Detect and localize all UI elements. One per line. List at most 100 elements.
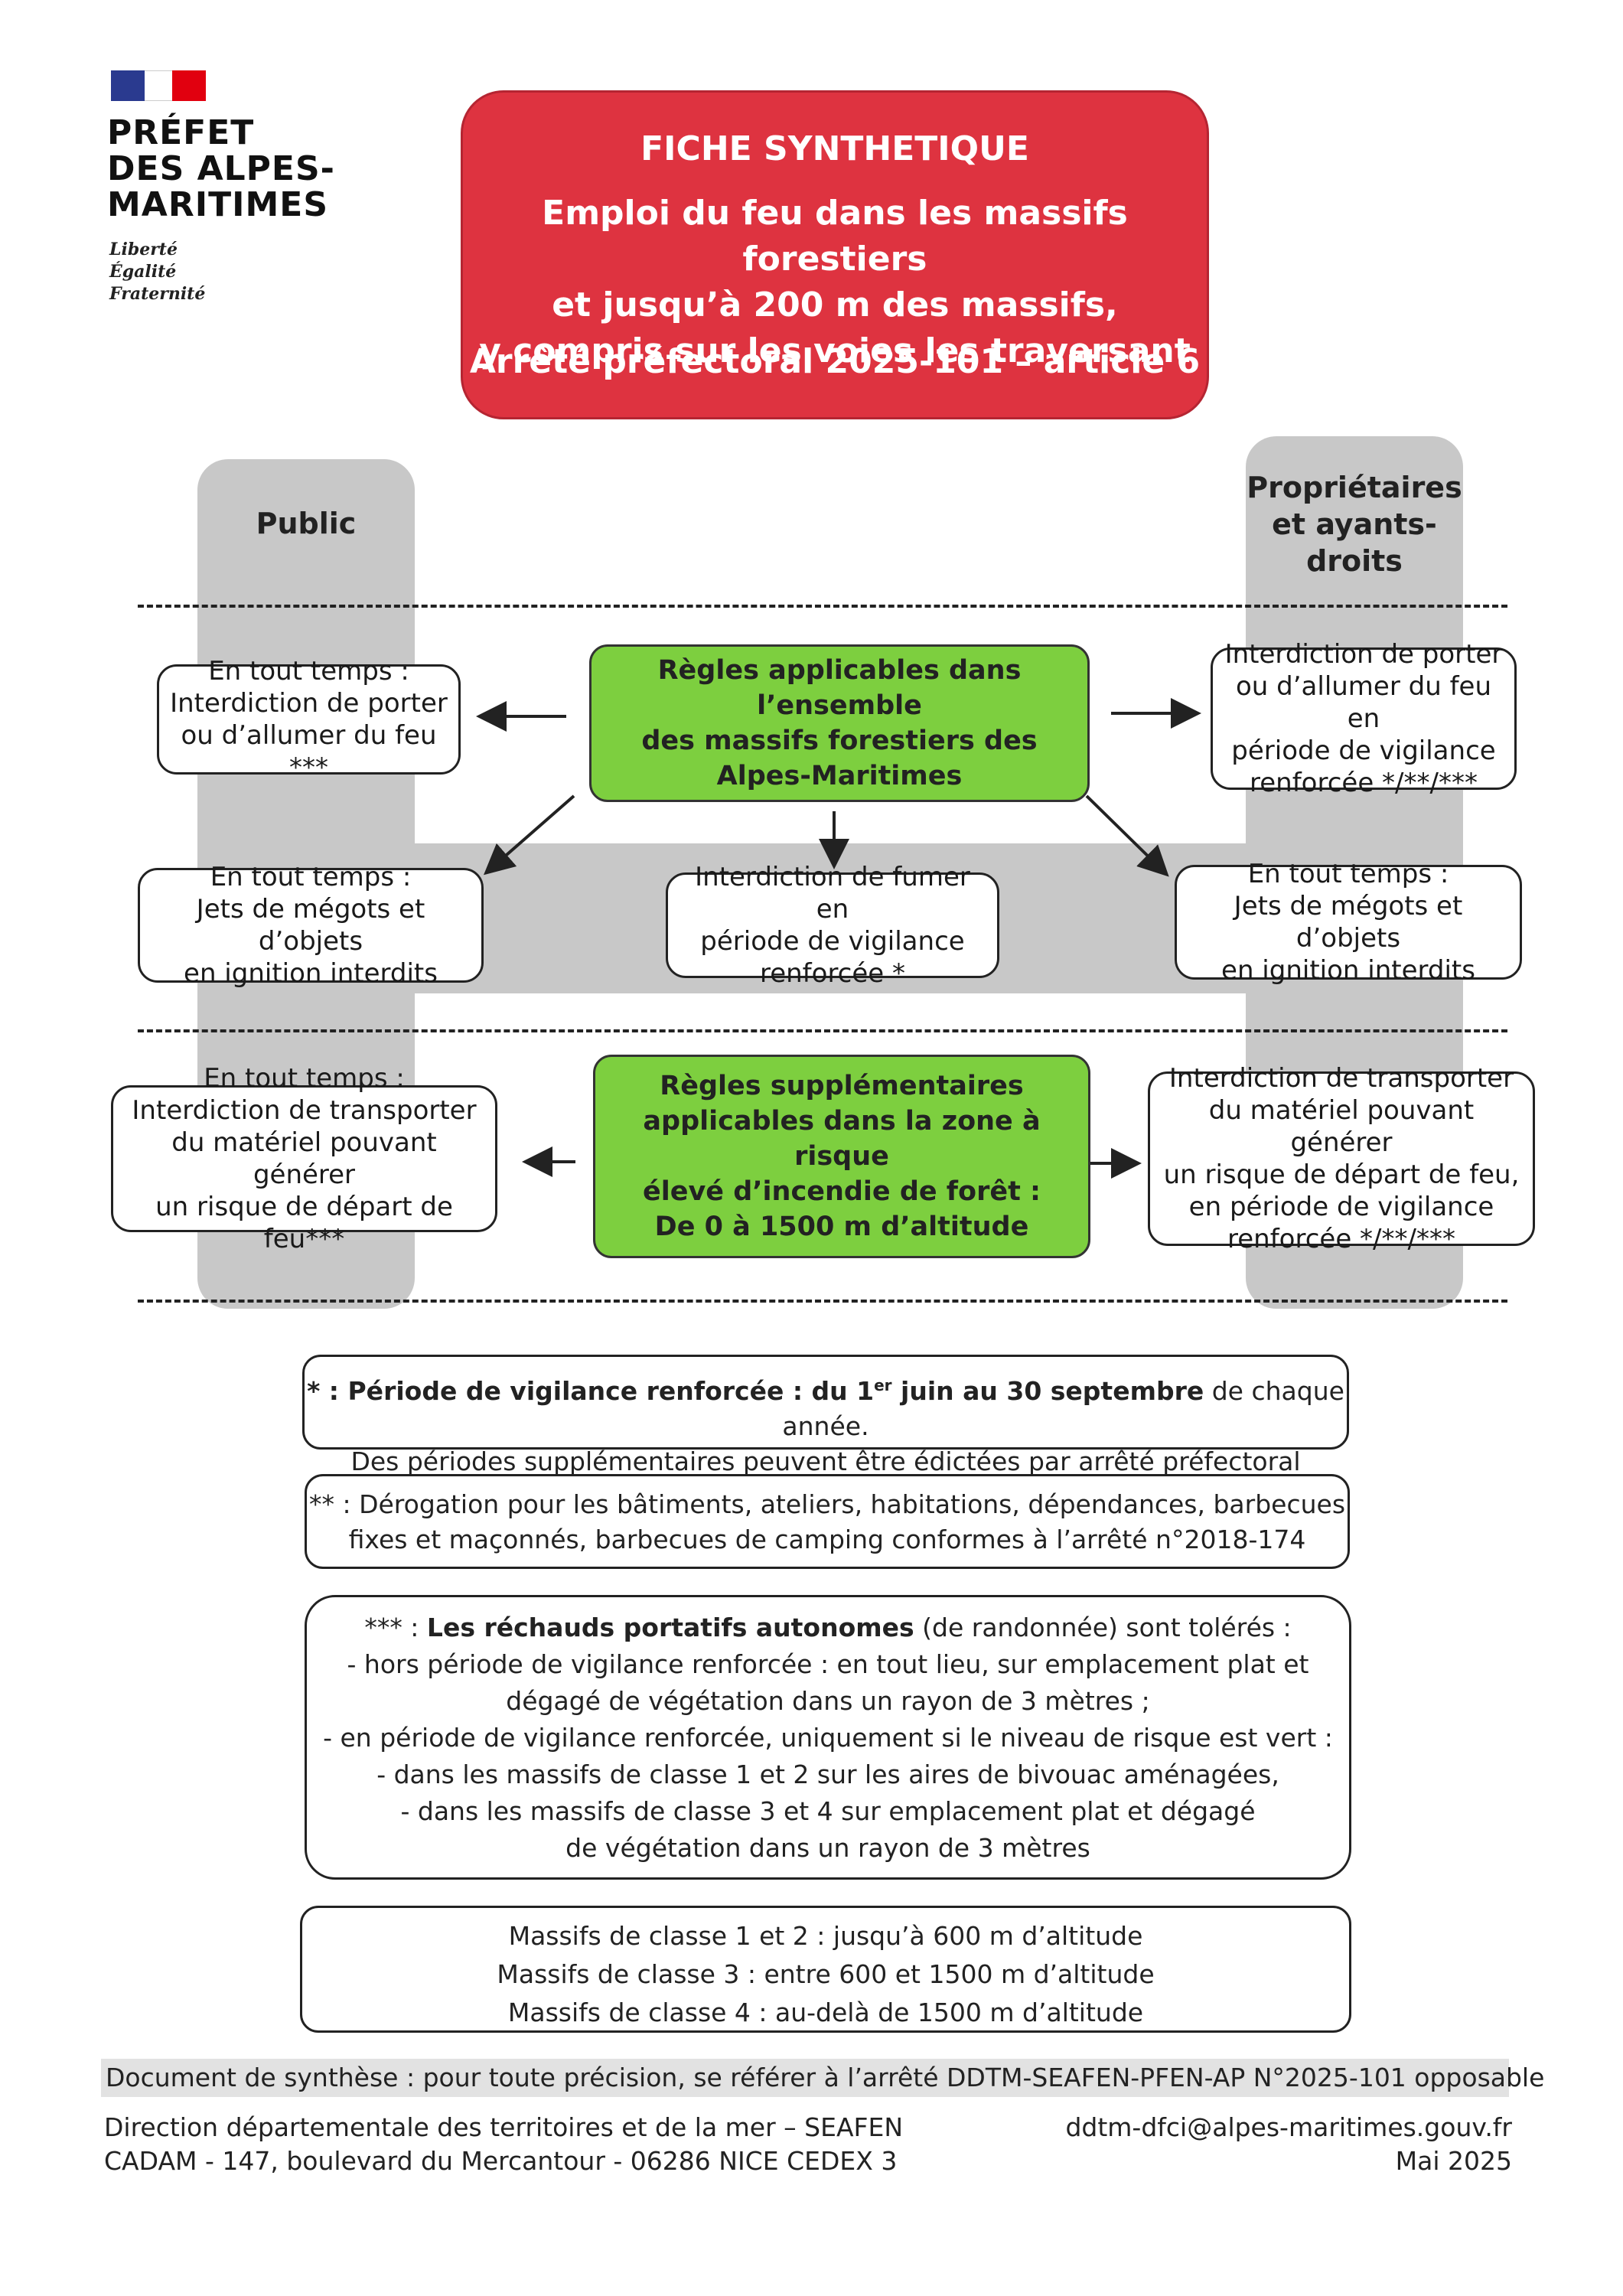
note-line: - dans les massifs de classe 1 et 2 sur …	[376, 1760, 1279, 1789]
box-line: En tout temps :	[208, 656, 409, 687]
box-line: renforcée *	[759, 958, 906, 989]
owners-butts-ban-box: En tout temps : Jets de mégots et d’obje…	[1175, 859, 1522, 986]
note-line: Massifs de classe 4 : au-delà de 1500 m …	[507, 1998, 1144, 2027]
rules-all-line: l’ensemble	[757, 690, 922, 721]
box-line: Interdiction de porter	[1224, 639, 1503, 670]
box-line: En tout temps :	[210, 862, 412, 892]
note-line: *** : Les réchauds portatifs autonomes (…	[307, 1609, 1349, 1646]
arrows-layer	[476, 698, 1201, 1179]
box-line: En tout temps :	[1247, 859, 1449, 889]
note-line: - dans les massifs de classe 3 et 4 sur …	[400, 1796, 1256, 1826]
note-line: - en période de vigilance renforcée, uni…	[323, 1723, 1333, 1753]
box-line: renforcée */**/***	[1227, 1224, 1455, 1254]
owners-title-line: et ayants-	[1272, 507, 1437, 541]
note-line: * : Période de vigilance renforcée : du …	[305, 1368, 1347, 1444]
note-line: Massifs de classe 1 et 2 : jusqu’à 600 m…	[508, 1921, 1143, 1951]
owners-transport-ban-box: Interdiction de transporter du matériel …	[1148, 1063, 1535, 1254]
motto-line: Liberté	[109, 240, 178, 259]
note-marker: * :	[307, 1376, 348, 1406]
note-portable-stoves: *** : Les réchauds portatifs autonomes (…	[305, 1595, 1351, 1880]
document-date: Mai 2025	[1395, 2146, 1512, 2176]
note-line: - hors période de vigilance renforcée : …	[347, 1649, 1309, 1679]
title-line: y compris sur les voies les traversant	[479, 331, 1191, 370]
box-line: renforcée */**/***	[1250, 768, 1478, 798]
box-line: Interdiction de fumer en	[695, 862, 970, 925]
republic-motto: Liberté Égalité Fraternité	[109, 239, 278, 305]
motto-line: Égalité	[109, 262, 177, 282]
rules-extra-line: applicables dans la zone à risque	[643, 1106, 1041, 1172]
note-line: Des périodes supplémentaires peuvent êtr…	[350, 1446, 1301, 1476]
address-line: CADAM - 147, boulevard du Mercantour - 0…	[104, 2146, 898, 2176]
address-line: Direction départementale des territoires…	[104, 2112, 904, 2142]
box-line: En tout temps :	[204, 1063, 405, 1094]
owners-title-line: Propriétaires	[1247, 471, 1462, 504]
rules-extra-box: Règles supplémentaires applicables dans …	[593, 1055, 1090, 1258]
box-line: du matériel pouvant générer	[1208, 1095, 1475, 1158]
box-line: un risque de départ de feu***	[155, 1192, 453, 1254]
owners-fire-ban-box: Interdiction de porter ou d’allumer du f…	[1211, 639, 1517, 798]
box-line: ou d’allumer du feu en	[1235, 671, 1492, 734]
rules-extra-line: élevé d’incendie de forêt :	[642, 1176, 1041, 1207]
prefecture-line: MARITIMES	[107, 185, 329, 224]
box-line: en ignition interdits	[184, 958, 438, 989]
note-massif-classes: Massifs de classe 1 et 2 : jusqu’à 600 m…	[300, 1906, 1351, 2033]
box-line: en période de vigilance	[1188, 1192, 1494, 1222]
box-line: Interdiction de porter	[170, 688, 448, 719]
box-line: ou d’allumer du feu ***	[181, 720, 437, 783]
note-marker: *** :	[364, 1613, 427, 1642]
title-subject: Emploi du feu dans les massifs forestier…	[463, 191, 1207, 374]
note-line: fixes et maçonnés, barbecues de camping …	[348, 1525, 1306, 1554]
title-line: Emploi du feu dans les massifs forestier…	[542, 194, 1128, 279]
note-vigilance-period: * : Période de vigilance renforcée : du …	[302, 1355, 1349, 1476]
public-column-title: Public	[256, 507, 357, 540]
arrow-down-right	[1085, 794, 1169, 877]
public-fire-ban-box: En tout temps : Interdiction de porter o…	[157, 656, 461, 783]
rules-extra-line: De 0 à 1500 m d’altitude	[654, 1212, 1029, 1242]
smoking-ban-box: Interdiction de fumer en période de vigi…	[666, 862, 999, 989]
prefecture-line: PRÉFET	[107, 113, 255, 152]
contact-email[interactable]: ddtm-dfci@alpes-maritimes.gouv.fr	[1065, 2112, 1512, 2142]
note-text: (de randonnée) sont tolérés :	[914, 1613, 1292, 1642]
title-heading: FICHE SYNTHETIQUE	[640, 129, 1029, 168]
box-line: en ignition interdits	[1221, 955, 1475, 986]
prefecture-name: PRÉFET DES ALPES- MARITIMES	[107, 115, 352, 223]
rules-extra-line: Règles supplémentaires	[660, 1071, 1024, 1101]
title-decree: Arrêté préfectoral 2025-101 – article 6	[469, 342, 1201, 381]
box-line: période de vigilance	[1231, 735, 1496, 766]
rules-all-box: Règles applicables dans l’ensemble des m…	[589, 644, 1090, 802]
note-emphasis: Les réchauds portatifs autonomes	[426, 1613, 914, 1642]
note-emphasis: Période de vigilance renforcée : du 1	[347, 1376, 875, 1406]
note-line: ** : Dérogation pour les bâtiments, atel…	[308, 1489, 1346, 1519]
note-line: Massifs de classe 3 : entre 600 et 1500 …	[497, 1959, 1155, 1989]
box-line: un risque de départ de feu,	[1163, 1159, 1520, 1190]
note-derogation: ** : Dérogation pour les bâtiments, atel…	[305, 1474, 1350, 1569]
box-line: Jets de mégots et d’objets	[1234, 891, 1463, 954]
owners-column-title: Propriétaires et ayants- droits	[1246, 469, 1463, 579]
rules-all-line: Alpes-Maritimes	[716, 761, 963, 791]
republique-flag-logo	[111, 70, 206, 101]
title-line: et jusqu’à 200 m des massifs,	[552, 285, 1118, 325]
motto-line: Fraternité	[109, 284, 206, 304]
owners-title-line: droits	[1306, 544, 1403, 578]
synthesis-disclaimer: Document de synthèse : pour toute précis…	[101, 2059, 1544, 2097]
public-butts-ban-box: En tout temps : Jets de mégots et d’obje…	[138, 862, 484, 989]
public-transport-ban-box: En tout temps : Interdiction de transpor…	[111, 1063, 497, 1254]
title-box: FICHE SYNTHETIQUE Emploi du feu dans les…	[461, 90, 1209, 419]
note-line: dégagé de végétation dans un rayon de 3 …	[506, 1686, 1150, 1716]
divider-dashed	[138, 1029, 1507, 1032]
arrow-down-left	[483, 794, 575, 876]
prefecture-line: DES ALPES-	[107, 149, 335, 188]
note-superscript: er	[874, 1376, 892, 1394]
divider-dashed	[138, 605, 1507, 608]
note-line: de végétation dans un rayon de 3 mètres	[565, 1833, 1090, 1863]
note-emphasis: juin au 30 septembre	[891, 1376, 1204, 1406]
box-line: Interdiction de transporter	[132, 1095, 477, 1126]
divider-dashed	[138, 1300, 1507, 1303]
box-line: Interdiction de transporter	[1168, 1063, 1514, 1094]
box-line: période de vigilance	[700, 926, 965, 957]
rules-all-line: Règles applicables dans	[657, 655, 1022, 686]
rules-all-line: des massifs forestiers des	[641, 726, 1038, 756]
note-text: de chaque année.	[782, 1376, 1344, 1441]
footer-contact: ddtm-dfci@alpes-maritimes.gouv.fr Mai 20…	[995, 2111, 1512, 2178]
footer-address: Direction départementale des territoires…	[104, 2111, 1038, 2178]
